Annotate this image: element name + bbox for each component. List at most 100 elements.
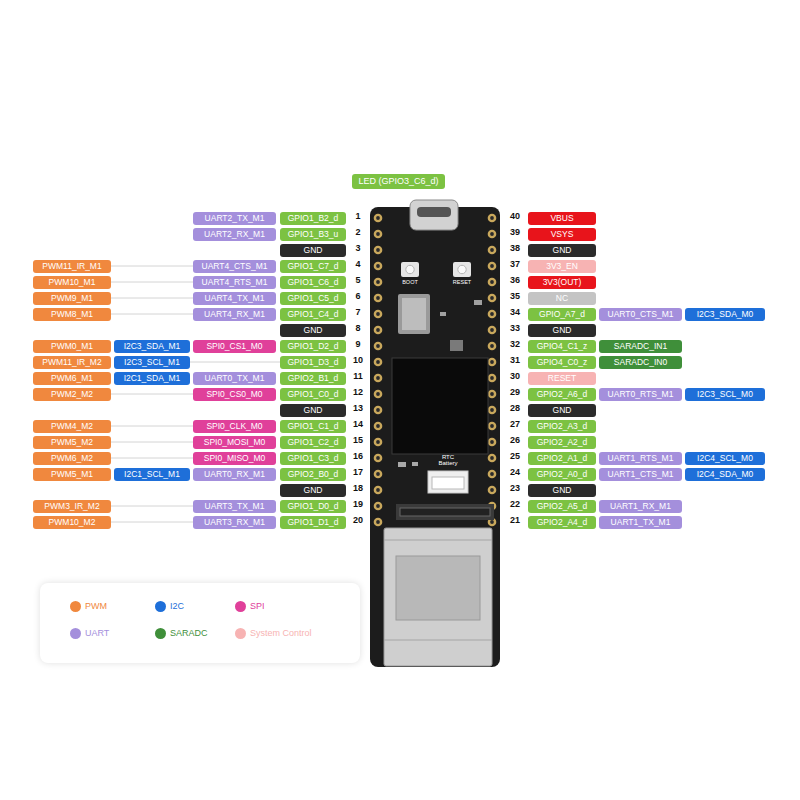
legend-box: PWMI2CSPIUARTSARADCSystem Control — [40, 583, 360, 663]
uart-box: UART0_TX_M1 — [193, 372, 276, 385]
uart-box: UART1_RX_M1 — [599, 500, 682, 513]
pin-number: 8 — [347, 324, 369, 333]
pin-function-text: SPI0_CS0_M0 — [206, 390, 262, 399]
pin-function-text: PWM6_M2 — [51, 454, 93, 463]
pin-function-text: GND — [304, 486, 323, 495]
pin-function-text: GND — [553, 406, 572, 415]
legend-text: PWM — [85, 602, 107, 611]
pin-number: 20 — [347, 516, 369, 525]
spi-box: SPI0_CS1_M0 — [193, 340, 276, 353]
pin-function-text: VSYS — [551, 230, 574, 239]
legend-text: UART — [85, 629, 109, 638]
uart-box: UART0_CTS_M1 — [599, 308, 682, 321]
pin-function-text: GPIO1_C5_d — [287, 294, 338, 303]
leader-line — [111, 442, 193, 443]
pin-function-text: I2C3_SCL_M0 — [697, 390, 753, 399]
ground-box: GND — [528, 484, 596, 497]
pwm-box: PWM4_M2 — [33, 420, 111, 433]
pin-function-text: PWM11_IR_M2 — [42, 358, 101, 367]
pwm-box: PWM10_M2 — [33, 516, 111, 529]
leader-line — [190, 362, 280, 363]
gpio-box: GPIO1_D0_d — [280, 500, 346, 513]
spi-box: SPI0_CS0_M0 — [193, 388, 276, 401]
boot-button-cap — [406, 265, 414, 273]
gpio-box: LED (GPIO3_C6_d) — [352, 174, 445, 189]
pwm-box: PWM5_M1 — [33, 468, 111, 481]
i2c-box: I2C3_SDA_M0 — [685, 308, 765, 321]
pin-function-text: SARADC_IN0 — [614, 358, 667, 367]
leader-line — [111, 394, 193, 395]
pin-number: 25 — [504, 452, 526, 461]
spi-box: SPI0_MISO_M0 — [193, 452, 276, 465]
pin-function-text: UART0_TX_M1 — [205, 374, 265, 383]
pin-number: 18 — [347, 484, 369, 493]
pin-function-text: 3V3(OUT) — [543, 278, 582, 287]
uart-box: UART4_RTS_M1 — [193, 276, 276, 289]
board-text: BOOT — [396, 280, 424, 286]
pin-function-text: LED (GPIO3_C6_d) — [358, 177, 438, 186]
leader-line — [111, 426, 193, 427]
uart-box: UART1_TX_M1 — [599, 516, 682, 529]
pin-function-text: PWM2_M2 — [51, 390, 93, 399]
pin-number: 2 — [347, 228, 369, 237]
pin-function-text: GPIO2_A4_d — [537, 518, 588, 527]
pwm-box: PWM0_M1 — [33, 340, 111, 353]
pin-function-text: PWM10_M2 — [49, 518, 96, 527]
i2c-box: I2C1_SDA_M1 — [114, 372, 190, 385]
i2c-box: I2C4_SDA_M0 — [685, 468, 765, 481]
pin-function-text: UART4_RX_M1 — [204, 310, 265, 319]
gpio-box: GPIO1_D2_d — [280, 340, 346, 353]
pin-number: 40 — [504, 212, 526, 221]
pin-function-text: UART2_TX_M1 — [205, 214, 265, 223]
pin-function-text: GPIO1_B3_u — [288, 230, 339, 239]
pin-number: 4 — [347, 260, 369, 269]
pin-number: 3 — [347, 244, 369, 253]
pin-function-text: UART3_TX_M1 — [205, 502, 265, 511]
pin-function-text: I2C3_SDA_M0 — [697, 310, 754, 319]
rtc-connector-inner — [432, 477, 464, 489]
pwm-box: PWM6_M1 — [33, 372, 111, 385]
gpio-box: GPIO2_A2_d — [528, 436, 596, 449]
pin-function-text: I2C1_SCL_M1 — [124, 470, 180, 479]
gpio-box: GPIO1_D3_d — [280, 356, 346, 369]
pin-function-text: SPI0_CS1_M0 — [206, 342, 262, 351]
ethernet-jack — [384, 528, 492, 666]
pin-number: 11 — [347, 372, 369, 381]
pin-number: 13 — [347, 404, 369, 413]
pin-function-text: NC — [556, 294, 568, 303]
board-text: RTC Battery — [435, 454, 461, 467]
pin-number: 12 — [347, 388, 369, 397]
legend-text: SARADC — [170, 629, 208, 638]
leader-line — [111, 522, 193, 523]
pin-function-text: GPIO2_A5_d — [537, 502, 588, 511]
pin-number: 16 — [347, 452, 369, 461]
pwm-box: PWM3_IR_M2 — [33, 500, 111, 513]
pin-function-text: SARADC_IN1 — [614, 342, 667, 351]
rtc-connector — [428, 471, 468, 493]
uart-box: UART1_RTS_M1 — [599, 452, 682, 465]
pin-function-text: UART0_RTS_M1 — [608, 390, 674, 399]
legend-swatch — [155, 628, 166, 639]
pin-number: 31 — [504, 356, 526, 365]
small-component — [398, 462, 406, 467]
pin-function-text: UART1_CTS_M1 — [608, 470, 674, 479]
pin-number: 15 — [347, 436, 369, 445]
pin-number: 22 — [504, 500, 526, 509]
uart-box: UART1_CTS_M1 — [599, 468, 682, 481]
pin-function-text: UART1_TX_M1 — [611, 518, 671, 527]
gpio-box: GPIO1_C7_d — [280, 260, 346, 273]
pin-function-text: SPI0_MISO_M0 — [204, 454, 265, 463]
pin-function-text: PWM6_M1 — [51, 374, 93, 383]
gpio-box: GPIO1_C0_d — [280, 388, 346, 401]
power-box: VBUS — [528, 212, 596, 225]
pin-function-text: PWM3_IR_M2 — [44, 502, 99, 511]
pwm-box: PWM8_M1 — [33, 308, 111, 321]
pin-function-text: GPIO2_A6_d — [537, 390, 588, 399]
pin-function-text: GND — [553, 486, 572, 495]
reset-button — [453, 262, 471, 277]
pin-function-text: UART0_RX_M1 — [204, 470, 265, 479]
gpio-box: GPIO1_B2_d — [280, 212, 346, 225]
